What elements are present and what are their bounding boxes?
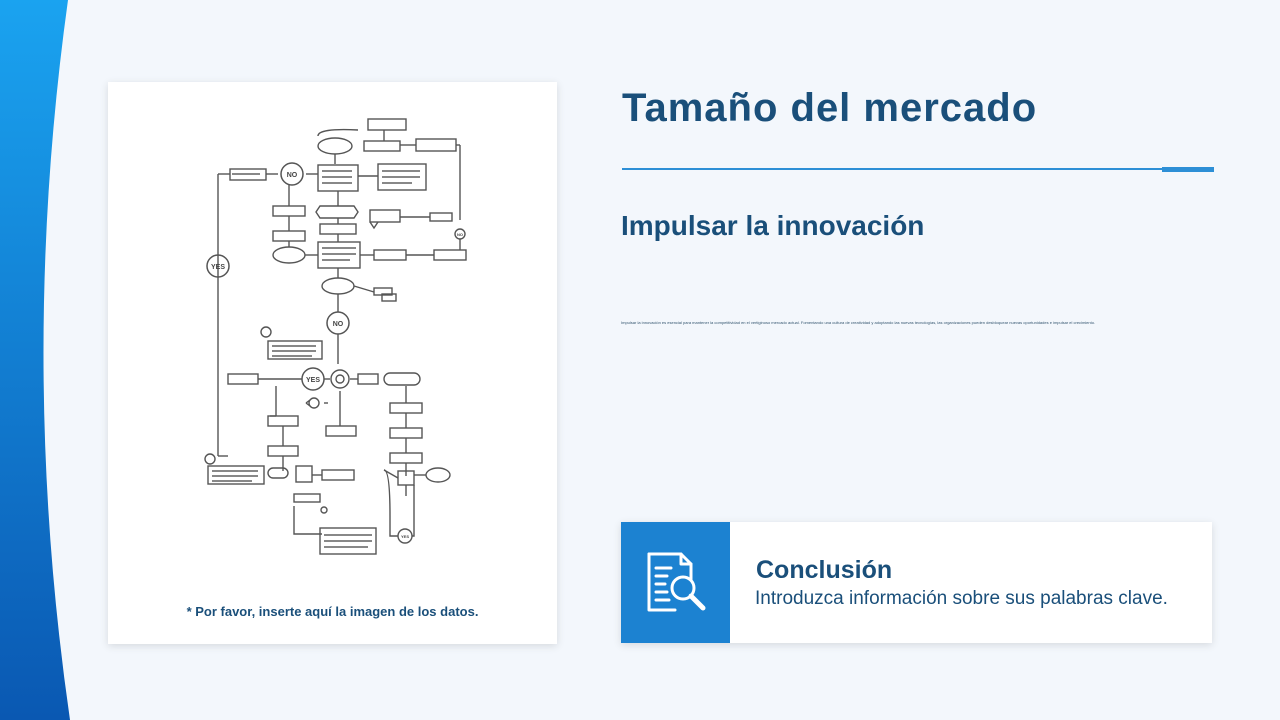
flow-label-no-1: NO xyxy=(287,172,298,179)
body-paragraph: Impulsar la innovación es esencial para … xyxy=(621,320,1096,325)
flow-label-yes-1: YES xyxy=(211,264,225,271)
title-divider-accent xyxy=(1162,167,1214,172)
flow-label-yes-3: YES xyxy=(401,534,409,539)
decorative-blue-arc xyxy=(0,0,70,720)
flow-node-yes-1 xyxy=(206,254,230,278)
conclusion-title: Conclusión xyxy=(756,556,893,584)
flow-node-no-1 xyxy=(280,162,304,186)
section-subtitle: Impulsar la innovación xyxy=(621,210,925,241)
flowchart-image: NO YES NO YES NO YES xyxy=(204,118,467,555)
flow-label-no-2: NO xyxy=(333,321,344,328)
flow-label-yes-2: YES xyxy=(306,377,320,384)
title-divider xyxy=(622,168,1214,170)
flow-node-yes-2 xyxy=(301,367,325,391)
flow-label-no-3: NO xyxy=(457,232,463,237)
conclusion-icon-box xyxy=(621,522,730,643)
image-placeholder-caption: * Por favor, inserte aquí la imagen de l… xyxy=(186,604,479,619)
document-search-icon xyxy=(647,552,706,612)
conclusion-card: Conclusión Introduzca información sobre … xyxy=(621,522,1212,643)
data-image-card: NO YES NO YES NO YES * Por favor, insert… xyxy=(108,82,557,644)
conclusion-text: Introduzca información sobre sus palabra… xyxy=(755,588,1168,609)
slide-title: Tamaño del mercado xyxy=(622,86,1038,130)
flow-node-no-2 xyxy=(326,311,350,335)
